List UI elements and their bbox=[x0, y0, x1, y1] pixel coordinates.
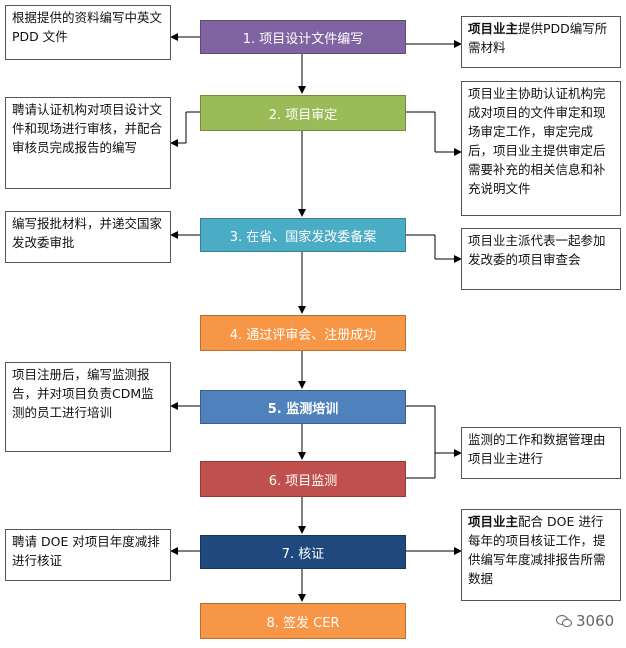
step-3-box: 3. 在省、国家发改委备案 bbox=[200, 218, 406, 252]
right-note-4-text: 监测的工作和数据管理由项目业主进行 bbox=[468, 432, 606, 466]
step-1-box: 1. 项目设计文件编写 bbox=[200, 20, 406, 54]
step-7-label: 7. 核证 bbox=[281, 546, 325, 562]
watermark: 3060 bbox=[556, 612, 614, 630]
right-note-3: 项目业主派代表一起参加发改委的项目审查会 bbox=[461, 228, 621, 290]
step-1-label: 1. 项目设计文件编写 bbox=[242, 31, 364, 47]
step-8-box: 8. 签发 CER bbox=[200, 603, 406, 639]
step-5-box: 5. 监测培训 bbox=[200, 390, 406, 424]
left-note-4: 项目注册后，编写监测报告，并对项目负责CDM监测的员工进行培训 bbox=[5, 362, 171, 452]
left-note-5-text: 聘请 DOE 对项目年度减排进行核证 bbox=[12, 534, 160, 568]
wechat-icon bbox=[556, 614, 572, 628]
right-note-2: 项目业主协助认证机构完成对项目的文件审定和现场审定工作，审定完成后，项目业主提供… bbox=[461, 81, 621, 216]
right-note-1-bold: 项目业主 bbox=[468, 21, 519, 36]
right-note-1: 项目业主提供PDD编写所需材料 bbox=[461, 16, 621, 68]
left-note-1-text: 根据提供的资料编写中英文 PDD 文件 bbox=[12, 10, 163, 44]
left-note-3: 编写报批材料，并递交国家发改委审批 bbox=[5, 211, 171, 263]
step-8-label: 8. 签发 CER bbox=[266, 615, 340, 631]
right-note-3-text: 项目业主派代表一起参加发改委的项目审查会 bbox=[468, 233, 606, 267]
step-2-box: 2. 项目审定 bbox=[200, 95, 406, 131]
right-note-5-text: 配合 DOE 进行每年的项目核证工作，提供编写年度减排报告所需数据 bbox=[468, 514, 606, 586]
left-note-2-text: 聘请认证机构对项目设计文件和现场进行审核，并配合审核员完成报告的编写 bbox=[12, 102, 163, 155]
right-note-1-text: 提供PDD编写所需材料 bbox=[468, 21, 608, 55]
left-note-4-text: 项目注册后，编写监测报告，并对项目负责CDM监测的员工进行培训 bbox=[12, 367, 154, 420]
watermark-text: 3060 bbox=[576, 612, 615, 630]
right-note-5: 项目业主配合 DOE 进行每年的项目核证工作，提供编写年度减排报告所需数据 bbox=[461, 509, 621, 601]
step-6-label: 6. 项目监测 bbox=[268, 473, 338, 489]
step-7-box: 7. 核证 bbox=[200, 535, 406, 569]
step-3-label: 3. 在省、国家发改委备案 bbox=[229, 229, 377, 245]
left-note-2: 聘请认证机构对项目设计文件和现场进行审核，并配合审核员完成报告的编写 bbox=[5, 97, 171, 189]
step-4-box: 4. 通过评审会、注册成功 bbox=[200, 315, 406, 351]
right-note-5-bold: 项目业主 bbox=[468, 514, 519, 529]
left-note-3-text: 编写报批材料，并递交国家发改委审批 bbox=[12, 216, 163, 250]
step-5-label: 5. 监测培训 bbox=[267, 401, 339, 417]
step-2-label: 2. 项目审定 bbox=[268, 107, 338, 123]
right-note-2-text: 项目业主协助认证机构完成对项目的文件审定和现场审定工作，审定完成后，项目业主提供… bbox=[468, 86, 606, 196]
left-note-5: 聘请 DOE 对项目年度减排进行核证 bbox=[5, 529, 171, 581]
step-4-label: 4. 通过评审会、注册成功 bbox=[229, 327, 377, 343]
step-6-box: 6. 项目监测 bbox=[200, 461, 406, 497]
left-note-1: 根据提供的资料编写中英文 PDD 文件 bbox=[5, 5, 171, 60]
right-note-4: 监测的工作和数据管理由项目业主进行 bbox=[461, 427, 621, 479]
